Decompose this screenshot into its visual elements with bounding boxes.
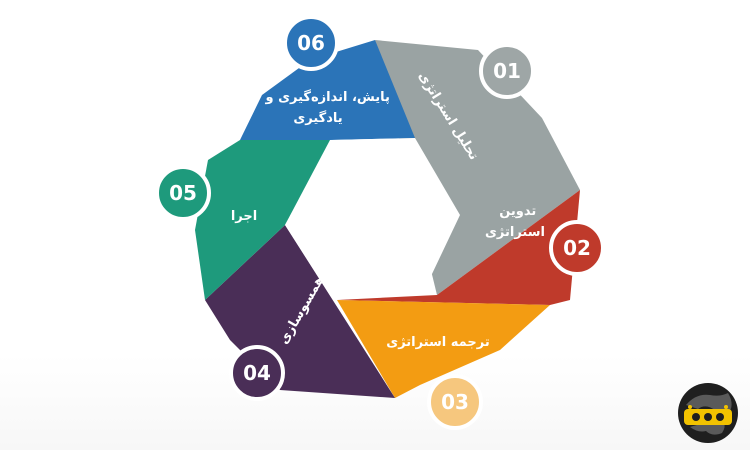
segment-3-strategy-translation	[337, 300, 550, 398]
segment-5-label: اجرا	[231, 209, 257, 224]
center-hexagon	[285, 138, 460, 300]
badge-05: 05	[155, 165, 211, 221]
segment-2-label: تدوین استراتژی	[485, 204, 545, 240]
segment-2-strategy-formulation	[337, 190, 580, 305]
svg-text:01: 01	[493, 59, 521, 83]
badge-03: 03	[427, 374, 483, 430]
globe-logo-icon	[678, 383, 738, 443]
badge-01: 01	[479, 43, 535, 99]
svg-text:06: 06	[297, 31, 325, 55]
svg-text:04: 04	[243, 361, 271, 385]
badge-02: 02	[549, 220, 605, 276]
segment-6-label: پایش، اندازه‌گیری و یادگیری	[265, 89, 395, 126]
badge-06: 06	[283, 15, 339, 71]
segment-3-label: ترجمه استراتژی	[386, 335, 489, 350]
svg-text:02: 02	[563, 236, 591, 260]
svg-text:03: 03	[441, 390, 469, 414]
svg-text:05: 05	[169, 181, 197, 205]
badge-04: 04	[229, 345, 285, 401]
segment-5-execution	[195, 140, 330, 300]
segment-6-monitoring-learning	[240, 40, 415, 140]
